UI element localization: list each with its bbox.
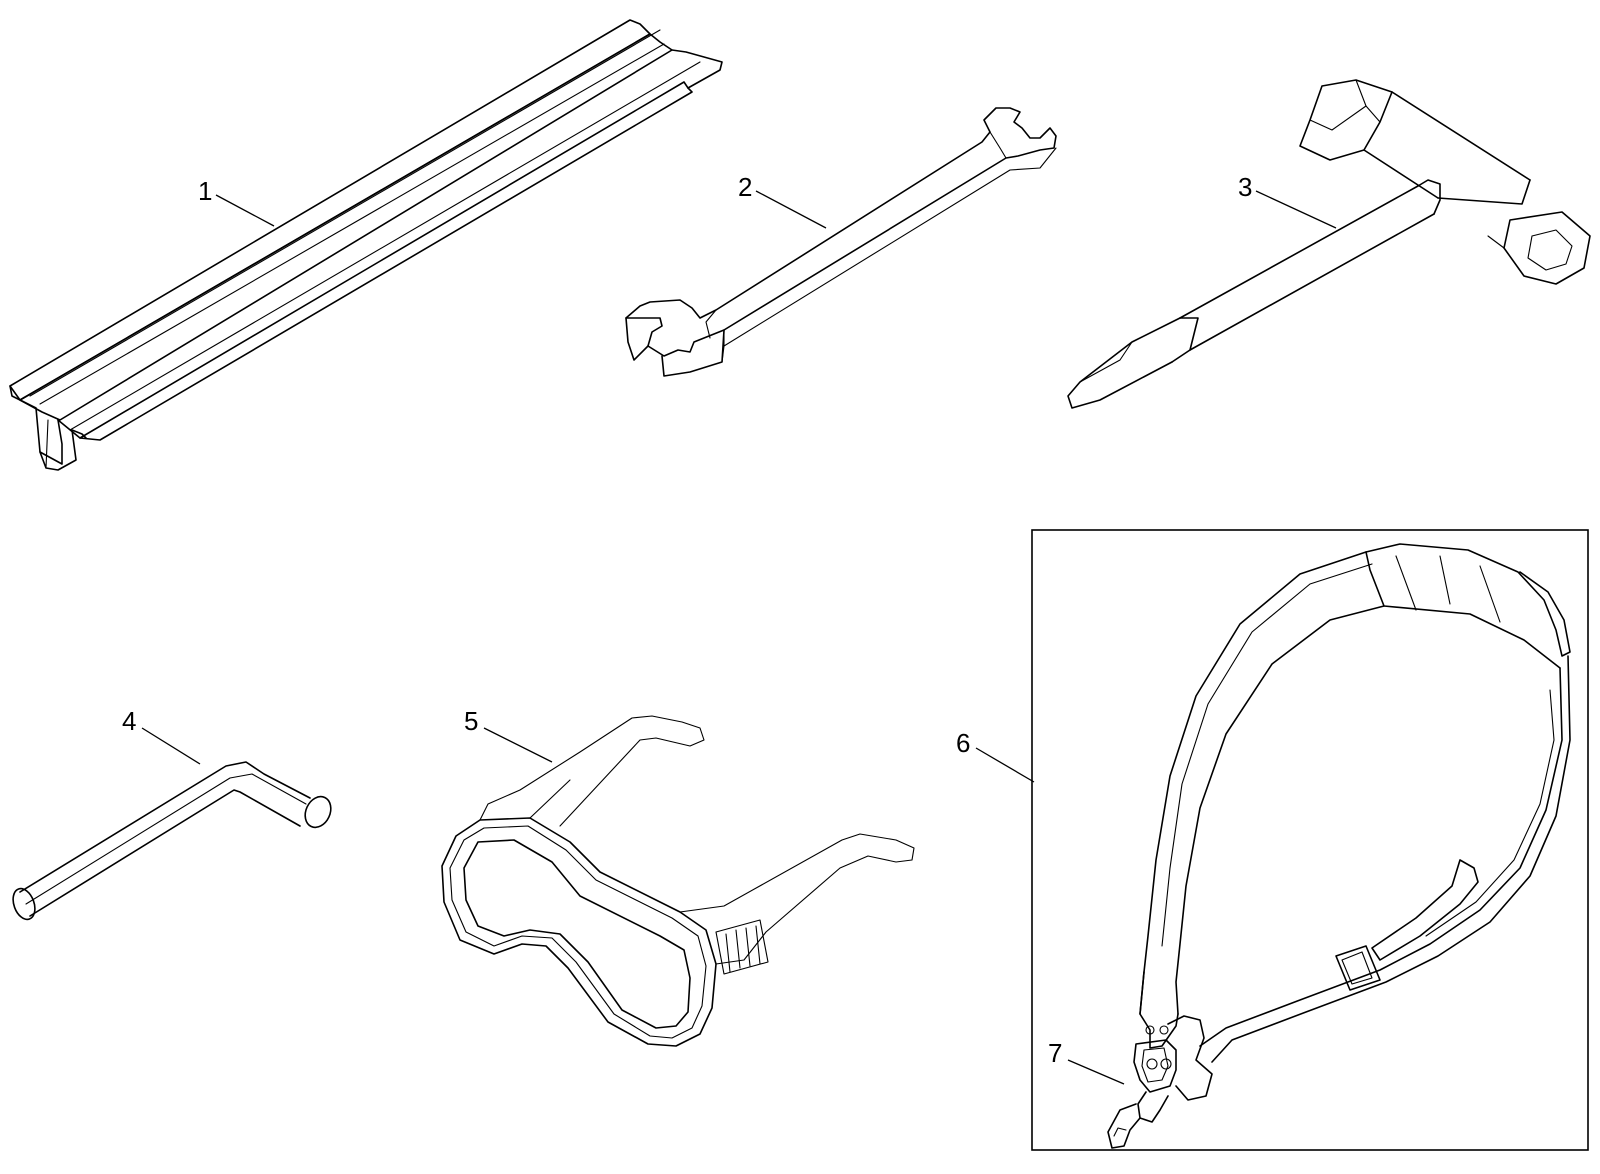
part-6-harness <box>1139 543 1571 1063</box>
part-4-hex-key <box>12 761 332 921</box>
part-5-goggles <box>441 715 915 1047</box>
callout-1: 1 <box>198 176 275 227</box>
callout-label: 2 <box>738 172 752 202</box>
callout-7: 7 <box>1048 1038 1125 1085</box>
callout-5: 5 <box>464 706 553 763</box>
callout-label: 5 <box>464 706 478 736</box>
harness-frame <box>1031 529 1589 1151</box>
callout-3: 3 <box>1238 172 1337 229</box>
part-2-wrench <box>625 107 1057 377</box>
callout-label: 6 <box>956 728 970 758</box>
callout-label: 4 <box>122 706 136 736</box>
part-3-plug-wrench <box>1067 79 1591 409</box>
callout-label: 7 <box>1048 1038 1062 1068</box>
part-1-guide-rail <box>9 19 723 471</box>
callout-4: 4 <box>122 706 201 765</box>
callout-2: 2 <box>738 172 827 229</box>
callout-label: 3 <box>1238 172 1252 202</box>
callout-label: 1 <box>198 176 212 206</box>
callout-6: 6 <box>956 728 1035 783</box>
part-7-hook-buckle <box>1107 1015 1213 1149</box>
